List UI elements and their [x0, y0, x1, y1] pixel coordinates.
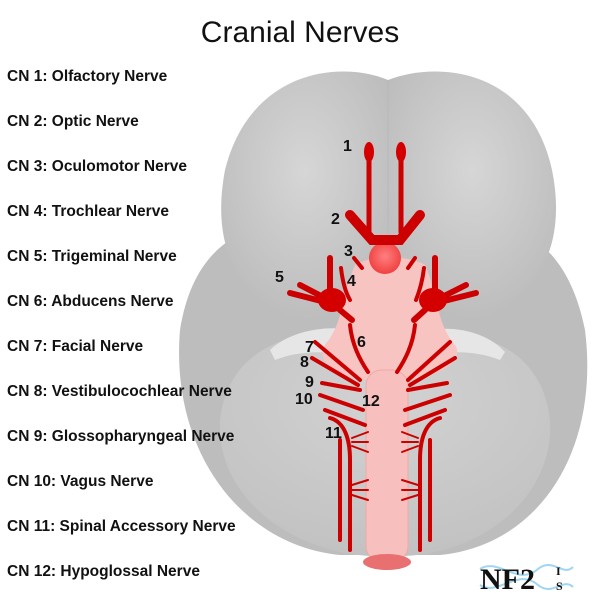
legend-item: CN 1: Olfactory Nerve — [7, 68, 168, 85]
legend-item: CN 2: Optic Nerve — [7, 113, 139, 130]
frontal-lobe-right — [388, 71, 557, 320]
nerve-cn1 — [364, 142, 406, 235]
svg-text:NF2: NF2 — [480, 563, 535, 596]
label-cn8: 8 — [300, 354, 309, 371]
svg-text:S: S — [556, 579, 563, 593]
nerve-cn9-10 — [318, 381, 452, 427]
nerve-cn2 — [345, 210, 425, 245]
legend-item: CN 4: Trochlear Nerve — [7, 203, 169, 220]
label-cn12: 12 — [362, 393, 380, 410]
legend-item: CN 6: Abducens Nerve — [7, 293, 174, 310]
legend-item: CN 3: Oculomotor Nerve — [7, 158, 188, 175]
legend-item: CN 5: Trigeminal Nerve — [7, 248, 177, 265]
nerve-cn3 — [352, 256, 417, 270]
label-cn9: 9 — [305, 374, 314, 391]
nerve-cn5 — [287, 255, 479, 323]
nerve-cn4 — [339, 266, 426, 302]
nerve-cn7-8 — [310, 340, 457, 387]
label-cn10: 10 — [295, 391, 313, 408]
nf2is-logo: NF2 I S — [479, 563, 574, 596]
legend-item: CN 10: Vagus Nerve — [7, 473, 154, 490]
page-title: Cranial Nerves — [200, 16, 400, 49]
label-cn6: 6 — [357, 334, 366, 351]
optic-chiasm-pituitary — [369, 242, 401, 274]
legend-item: CN 7: Facial Nerve — [7, 338, 144, 355]
nerve-cn6 — [348, 323, 417, 374]
label-cn1: 1 — [343, 138, 352, 155]
label-cn2: 2 — [331, 211, 340, 228]
nerve-cn11 — [328, 416, 442, 552]
nerve-cn12 — [351, 431, 419, 501]
label-cn5: 5 — [275, 269, 284, 286]
svg-text:I: I — [556, 564, 561, 578]
nerve-legend: CN 1: Olfactory Nerve CN 2: Optic Nerve … — [7, 68, 236, 608]
legend-item: CN 8: Vestibulocochlear Nerve — [7, 383, 232, 400]
spinal-cord-end — [363, 554, 411, 570]
legend-item: CN 12: Hypoglossal Nerve — [7, 563, 200, 580]
label-cn3: 3 — [344, 243, 353, 260]
label-cn7: 7 — [305, 339, 314, 356]
frontal-lobe-left — [221, 71, 388, 320]
label-cn11: 11 — [325, 425, 342, 442]
legend-item: CN 11: Spinal Accessory Nerve — [7, 518, 236, 535]
legend-item: CN 9: Glossopharyngeal Nerve — [7, 428, 235, 445]
label-cn4: 4 — [347, 273, 356, 290]
